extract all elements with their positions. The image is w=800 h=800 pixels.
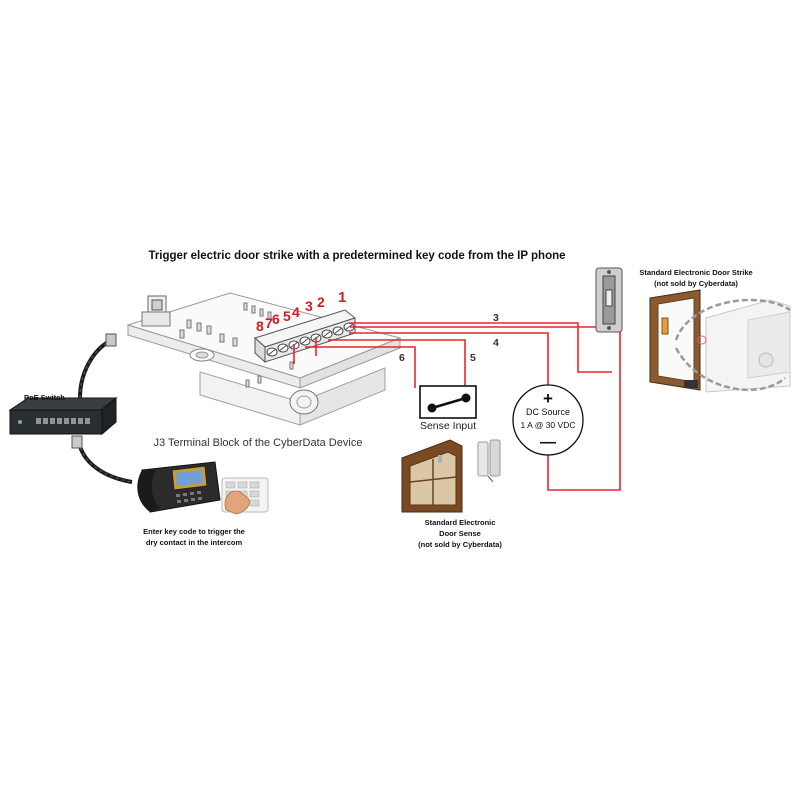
wire-3 <box>349 322 612 373</box>
wires <box>293 322 621 491</box>
wire-label-5: 5 <box>470 352 476 364</box>
door-strike-icon <box>595 267 623 333</box>
dc-source-plus: + <box>543 389 553 408</box>
wire-5 <box>328 339 466 388</box>
phone-caption-line-1: Enter key code to trigger the <box>143 527 245 536</box>
terminal-number-5: 5 <box>283 308 291 324</box>
door-sense-caption-line-2: Door Sense <box>439 529 481 538</box>
terminal-block-icon <box>126 292 402 426</box>
terminal-number-3: 3 <box>305 298 313 314</box>
phone-caption-line-2: dry contact in the intercom <box>146 538 243 547</box>
terminal-number-6: 6 <box>272 311 280 327</box>
wire-4 <box>349 332 549 385</box>
terminal-number-4: 4 <box>292 304 300 320</box>
ip-phone-icon <box>137 461 221 513</box>
door-sense-icon <box>401 439 501 513</box>
sense-input-switch <box>419 385 477 419</box>
ethernet-cable-icon <box>71 333 133 484</box>
wire-label-3: 3 <box>493 312 499 324</box>
wire-dc-negative <box>547 330 621 491</box>
door-strike-caption-line-1: Standard Electronic Door Strike <box>639 268 752 277</box>
wire-6 <box>305 346 416 388</box>
dc-source: + DC Source 1 A @ 30 VDC — <box>512 384 584 456</box>
door-sense-caption-line-3: (not sold by Cyberdata) <box>418 540 502 549</box>
dc-source-name: DC Source <box>526 407 570 417</box>
diagram-title: Trigger electric door strike with a pred… <box>148 250 565 262</box>
terminal-numbers: 1 2 3 4 5 6 7 8 <box>256 289 346 334</box>
wire-label-6: 6 <box>399 352 405 364</box>
door-sense-caption-line-1: Standard Electronic <box>425 518 496 527</box>
dc-source-rating: 1 A @ 30 VDC <box>521 420 576 430</box>
terminal-block-label: J3 Terminal Block of the CyberData Devic… <box>154 437 363 449</box>
sense-input-label: Sense Input <box>420 420 476 432</box>
poe-switch-icon <box>8 396 118 436</box>
terminal-number-7: 7 <box>265 315 273 331</box>
poe-switch-label: PoE Switch <box>24 393 65 402</box>
wire-label-4: 4 <box>493 337 499 349</box>
terminal-number-8: 8 <box>256 318 264 334</box>
door-strike-caption-line-2: (not sold by Cyberdata) <box>654 279 738 288</box>
door-with-strike-icon <box>649 289 791 393</box>
terminal-number-2: 2 <box>317 294 325 310</box>
keypad-hand-icon <box>221 477 269 515</box>
dc-source-minus: — <box>540 434 556 451</box>
terminal-number-1: 1 <box>338 289 346 306</box>
